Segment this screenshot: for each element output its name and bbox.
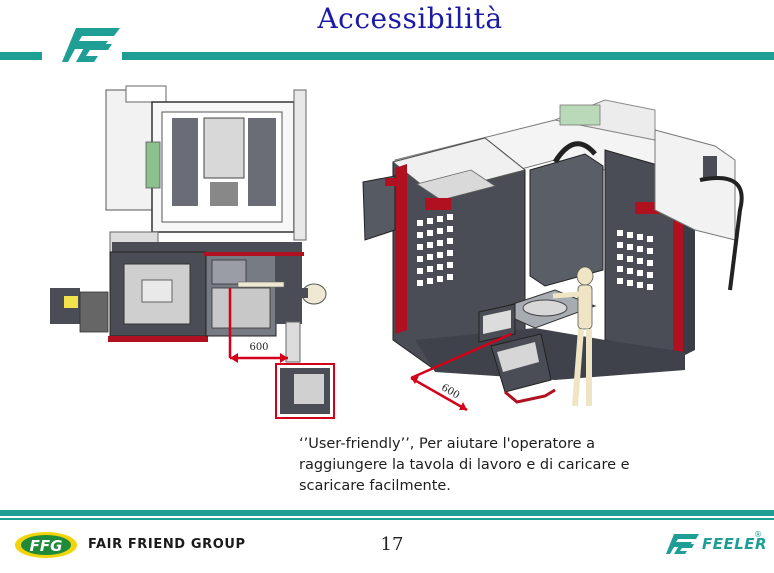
machine-isometric-drawing: 600 — [362, 99, 744, 412]
caption: ‘’User-friendly’’, Per aiutare l'operato… — [299, 434, 679, 497]
header-accent-bar-right — [120, 52, 774, 60]
footer-accent-bar — [0, 510, 774, 516]
ffg-logo-icon: FFG — [15, 532, 77, 558]
footer-accent-line — [0, 518, 774, 520]
caption-line-3: scaricare facilmente. — [299, 478, 451, 494]
page-number: 17 — [380, 534, 404, 555]
header-accent-bar-left — [0, 52, 42, 60]
ffg-logo-text: FFG — [30, 537, 63, 555]
slide-title: Accessibilità — [317, 2, 503, 35]
feeler-footer-logo-icon — [666, 534, 699, 554]
feeler-header-logo-icon — [62, 24, 122, 66]
plan-dimension-label: 600 — [249, 342, 268, 353]
group-name: FAIR FRIEND GROUP — [88, 537, 246, 552]
registered-mark: ® — [754, 530, 762, 539]
caption-line-2: raggiungere la tavola di lavoro e di car… — [299, 457, 630, 473]
caption-line-1: ‘’User-friendly’’, Per aiutare l'operato… — [299, 436, 596, 452]
iso-dimension-label: 600 — [439, 382, 461, 401]
brand-name: FEELER — [702, 535, 768, 553]
machine-plan-view-drawing: 600 — [50, 85, 335, 419]
